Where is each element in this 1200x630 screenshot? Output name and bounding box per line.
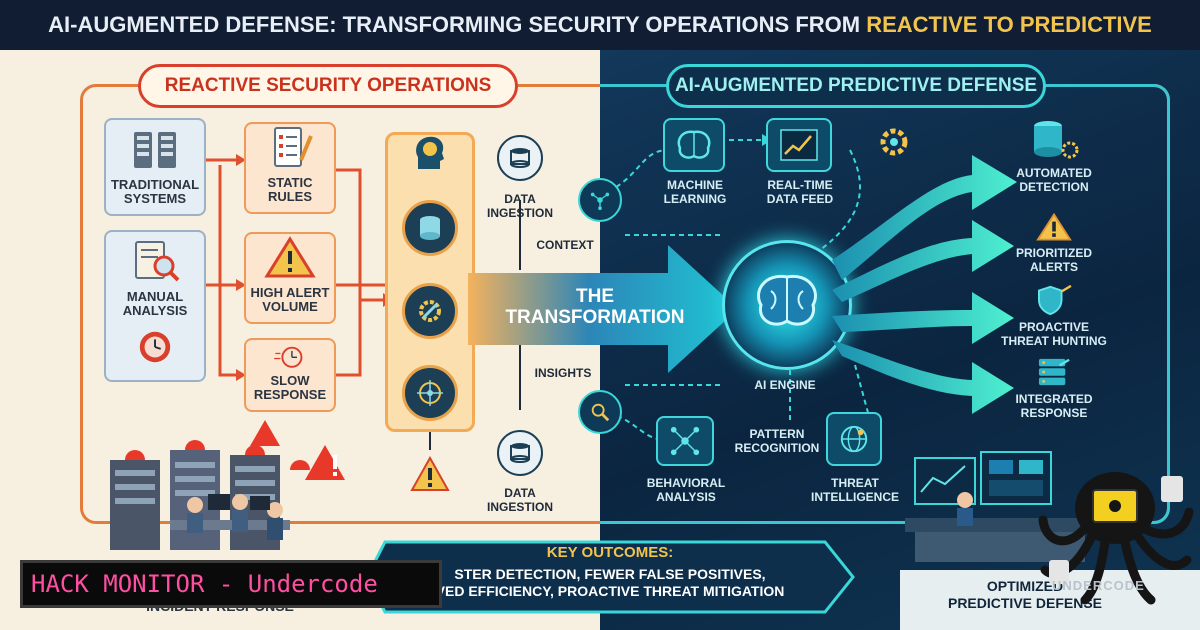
analyst-figures-icon — [170, 494, 290, 540]
gear-icon — [880, 128, 908, 156]
card-high-alert-volume: HIGH ALERT VOLUME — [244, 232, 336, 324]
step-target — [402, 365, 458, 421]
outcome-label: INTEGRATED RESPONSE — [1015, 392, 1093, 420]
octopus-hacker-icon — [1038, 472, 1194, 605]
outcome-label: PROACTIVE THREAT HUNTING — [1001, 320, 1107, 348]
key-outcomes-text: STER DETECTION, FEWER FALSE POSITIVES, V… — [435, 566, 785, 599]
machine-learning-node — [663, 118, 725, 172]
page-title: AI-AUGMENTED DEFENSE: TRANSFORMING SECUR… — [48, 12, 1152, 38]
alert-triangle-icon — [250, 420, 280, 446]
network-node-top — [578, 178, 622, 222]
real-time-data-label: REAL-TIME DATA FEED — [766, 178, 834, 206]
header-banner: AI-AUGMENTED DEFENSE: TRANSFORMING SECUR… — [0, 0, 1200, 50]
behavioral-analysis-node — [656, 416, 714, 466]
magnifier-document-icon — [135, 241, 180, 282]
gear-wrench-icon — [419, 300, 441, 322]
context-label: CONTEXT — [536, 238, 594, 252]
ai-engine-core — [722, 240, 852, 370]
alert-triangle-icon — [305, 445, 345, 480]
alarm-siren-icon — [125, 440, 310, 470]
card-label: TRADITIONAL SYSTEMS — [110, 177, 200, 206]
pattern-recognition-label: PATTERN RECOGNITION — [734, 427, 820, 455]
card-traditional-systems: TRADITIONAL SYSTEMS — [104, 118, 206, 216]
server-icon — [134, 132, 176, 168]
step-database — [402, 200, 458, 256]
outcome-prioritized-alerts: PRIORITIZED ALERTS — [1004, 212, 1104, 278]
outcome-integrated-response: INTEGRATED RESPONSE — [1004, 356, 1104, 426]
outcome-label: PRIORITIZED ALERTS — [1015, 246, 1092, 274]
lightbulb-head-icon — [410, 133, 450, 173]
checklist-icon — [274, 127, 313, 167]
card-label: STATIC RULES — [267, 175, 313, 204]
ai-engine-label: AI ENGINE — [754, 378, 816, 392]
data-ingestion-top-label: DATA INGESTION — [486, 192, 553, 220]
incident-illustration — [110, 420, 345, 550]
machine-learning-label: MACHINE LEARNING — [663, 178, 727, 206]
target-icon — [417, 380, 443, 406]
shield-icon — [1038, 284, 1072, 316]
network-icon — [590, 192, 610, 211]
data-ingestion-bottom-node — [497, 430, 543, 476]
outcome-arrows — [832, 155, 1017, 414]
watermark-text: UNDERCODE — [1052, 578, 1145, 593]
stopwatch-icon — [274, 346, 303, 368]
outcome-automated-detection: AUTOMATED DETECTION — [1004, 118, 1104, 208]
insights-label: INSIGHTS — [534, 366, 592, 380]
transformation-arrow — [468, 245, 738, 373]
reactive-title: REACTIVE SECURITY OPERATIONS — [138, 64, 518, 108]
control-room-illustration — [905, 451, 1085, 562]
card-label: SLOW RESPONSE — [253, 373, 327, 402]
title-main: AI-AUGMENTED DEFENSE: TRANSFORMING SECUR… — [48, 12, 867, 37]
database-gear-icon — [1034, 121, 1079, 159]
database-icon — [420, 216, 440, 240]
brain-icon — [677, 130, 711, 159]
database-icon — [510, 443, 530, 463]
threat-intelligence-node — [826, 412, 882, 466]
alarm-clock-icon — [139, 331, 171, 363]
data-ingestion-top-node — [497, 135, 543, 181]
step-tools — [402, 283, 458, 339]
card-static-rules: STATIC RULES — [244, 122, 336, 214]
network-graph-icon — [670, 426, 700, 456]
warning-triangle-icon — [264, 236, 316, 278]
behavioral-analysis-label: BEHAVIORAL ANALYSIS — [646, 476, 726, 504]
card-slow-response: SLOW RESPONSE — [244, 338, 336, 412]
brain-icon — [757, 274, 817, 326]
card-manual-analysis: MANUAL ANALYSIS — [104, 230, 206, 382]
warning-triangle-icon — [1036, 212, 1072, 241]
database-icon — [510, 148, 530, 168]
card-label: MANUAL ANALYSIS — [122, 289, 188, 318]
outcome-label: AUTOMATED DETECTION — [1016, 166, 1092, 194]
real-time-data-node — [766, 118, 832, 172]
search-icon — [591, 403, 610, 422]
globe-icon — [840, 425, 868, 453]
threat-intelligence-label: THREAT INTELLIGENCE — [810, 476, 899, 504]
key-outcomes-title: KEY OUTCOMES: — [546, 544, 674, 561]
server-stack-icon — [1038, 358, 1070, 386]
outcome-proactive-threat-hunting: PROACTIVE THREAT HUNTING — [996, 284, 1112, 350]
predictive-title: AI-AUGMENTED PREDICTIVE DEFENSE — [666, 64, 1046, 108]
warning-icon-bottom — [410, 456, 450, 491]
optimized-defense-label: OPTIMIZED PREDICTIVE DEFENSE — [947, 578, 1103, 611]
title-highlight: REACTIVE TO PREDICTIVE — [866, 12, 1152, 37]
search-node-bottom — [578, 390, 622, 434]
chart-up-icon — [780, 129, 818, 161]
data-ingestion-bottom-label: DATA INGESTION — [486, 486, 553, 514]
hack-monitor-badge: HACK MONITOR - Undercode — [20, 560, 442, 608]
card-label: HIGH ALERT VOLUME — [250, 285, 330, 314]
transformation-label: THE TRANSFORMATION — [505, 286, 685, 328]
